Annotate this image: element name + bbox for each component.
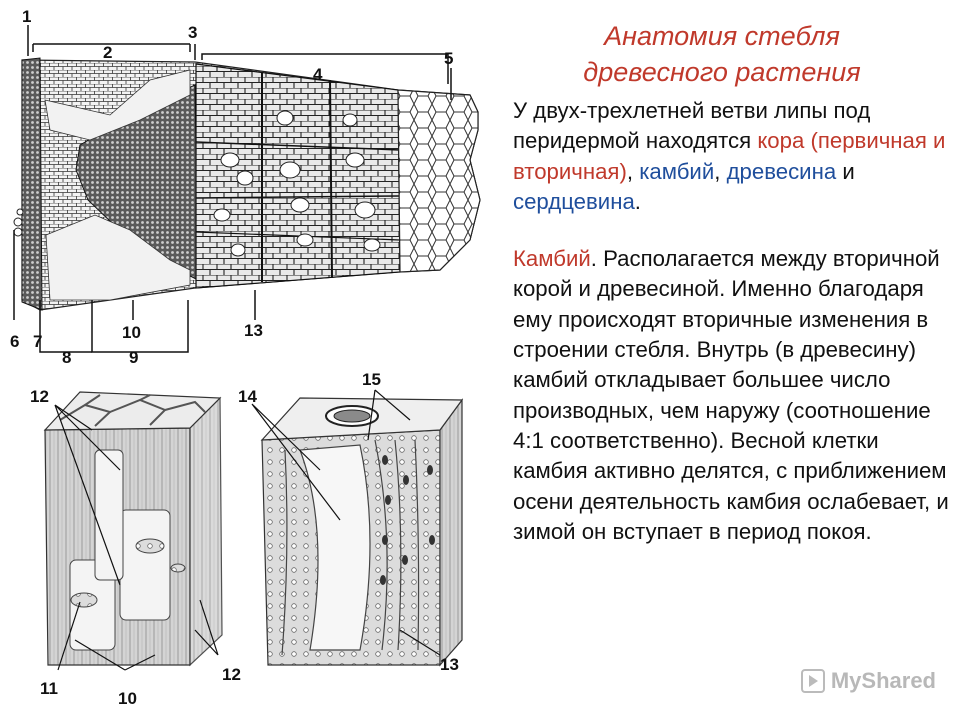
label-13: 13 <box>244 321 263 340</box>
label-9: 9 <box>129 348 138 367</box>
description-text: У двух-трехлетней ветви липы под перидер… <box>513 96 953 547</box>
watermark: MyShared <box>800 668 936 694</box>
sep-2: , <box>714 158 721 184</box>
watermark-text: MyShared <box>830 668 936 693</box>
label-6: 6 <box>10 332 19 351</box>
wood-block-left: 12 11 10 12 <box>30 387 241 708</box>
label-8: 8 <box>62 348 71 367</box>
label-10-bottom: 10 <box>118 689 137 708</box>
label-14: 14 <box>238 387 257 406</box>
label-3: 3 <box>188 23 197 42</box>
label-1: 1 <box>22 7 31 26</box>
slide-title: Анатомия стебля древесного растения <box>512 18 932 90</box>
stem-anatomy-figures: 1 2 3 4 5 6 7 8 9 10 13 <box>10 7 481 708</box>
label-11: 11 <box>40 679 58 698</box>
and-word: и <box>836 158 855 184</box>
paragraph-gap <box>513 217 953 244</box>
paragraph-cambium: Камбий. Располагается между вторичной ко… <box>513 244 953 547</box>
label-12-left: 12 <box>30 387 49 406</box>
term-kora: кора (первичная и вторичная) <box>513 128 946 184</box>
play-logo-icon <box>800 669 825 693</box>
label-2: 2 <box>103 43 112 62</box>
label-15: 15 <box>362 370 381 389</box>
cambium-text: . Располагается между вторичной корой и … <box>513 246 949 544</box>
label-4: 4 <box>313 65 323 84</box>
paragraph-intro: У двух-трехлетней ветви липы под перидер… <box>513 96 953 217</box>
term-serdcevina: сердцевина <box>513 188 635 214</box>
stem-cross-section: 1 2 3 4 5 6 7 8 9 10 13 <box>10 7 481 367</box>
sep-1: , <box>626 158 640 184</box>
slide-title-line2: древесного растения <box>583 57 861 87</box>
label-10: 10 <box>122 323 141 342</box>
term-drevesina: древесина <box>726 158 837 184</box>
wood-block-right: 14 15 13 <box>238 370 464 674</box>
label-7: 7 <box>33 332 42 351</box>
term-kambiy-heading: Камбий <box>513 246 591 272</box>
label-5: 5 <box>444 49 453 68</box>
label-13-bottom: 13 <box>440 655 459 674</box>
intro-end: . <box>634 188 641 214</box>
label-12-right: 12 <box>222 665 241 684</box>
term-kambiy: камбий <box>639 158 715 184</box>
intro-text: У двух-трехлетней ветви липы под перидер… <box>513 98 871 154</box>
slide-title-line1: Анатомия стебля <box>604 21 840 51</box>
